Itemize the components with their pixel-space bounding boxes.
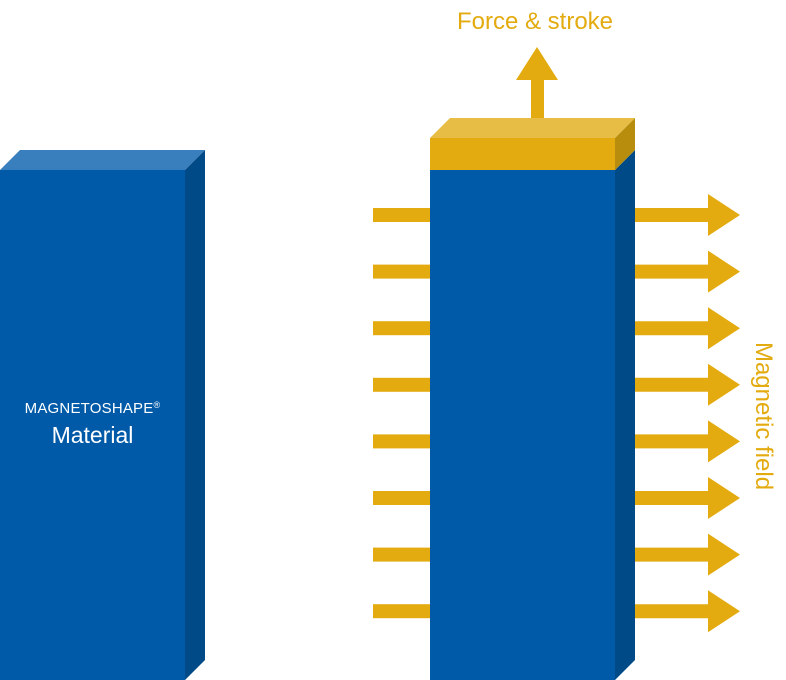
material-block-front-face [0, 170, 185, 680]
field-arrow-tail [373, 377, 430, 392]
magnetic-field-arrows [373, 194, 740, 633]
field-arrow-tail [373, 604, 430, 619]
field-arrow-tail [373, 208, 430, 222]
registered-mark: ® [153, 400, 161, 410]
field-arrow-head-icon [635, 477, 740, 519]
material-block [0, 150, 205, 680]
field-arrow-head-icon [635, 363, 740, 406]
actuated-block-front-face [430, 170, 615, 680]
force-stroke-label: Force & stroke [456, 8, 614, 35]
field-arrow-tail [373, 321, 430, 336]
material-block-top-face [0, 150, 205, 170]
force-arrow-icon [516, 47, 558, 118]
magnetic-field-label: Magnetic field [750, 341, 777, 491]
brand-text: MAGNETOSHAPE [24, 400, 154, 417]
field-arrow-head-icon [635, 194, 740, 236]
field-arrow-tail [373, 491, 430, 505]
stroke-cap-top-face [430, 118, 635, 138]
field-arrow-head-icon [635, 307, 740, 350]
actuated-block-side-face [615, 150, 635, 680]
material-brand-label: MAGNETOSHAPE® [0, 400, 185, 417]
actuated-block [430, 150, 635, 680]
material-block-side-face [185, 150, 205, 680]
field-arrow-tail [373, 547, 430, 562]
field-arrow-head-icon [635, 420, 740, 463]
field-arrow-head-icon [635, 590, 740, 633]
field-arrow-tail [373, 264, 430, 279]
stroke-cap-front-face [430, 138, 615, 170]
stroke-cap-side-face [615, 118, 635, 170]
field-arrow-head-icon [635, 250, 740, 293]
field-arrow-head-icon [635, 533, 740, 576]
material-name-label: Material [51, 422, 134, 448]
stroke-cap [430, 118, 635, 170]
field-arrow-tail [373, 434, 430, 449]
